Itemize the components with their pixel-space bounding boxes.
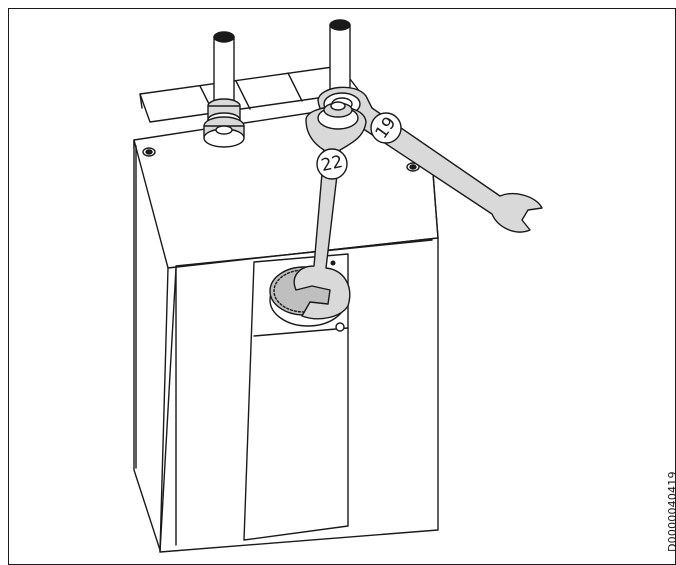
wrench-22: [293, 101, 367, 320]
lid-screw-left: [142, 147, 156, 157]
left-water-pipe: [203, 31, 245, 148]
document-id: D0000040419: [666, 471, 676, 552]
lid-screw-right: [406, 162, 420, 172]
wrench-22-label: 22: [319, 152, 344, 176]
wall-bracket: [139, 65, 361, 123]
